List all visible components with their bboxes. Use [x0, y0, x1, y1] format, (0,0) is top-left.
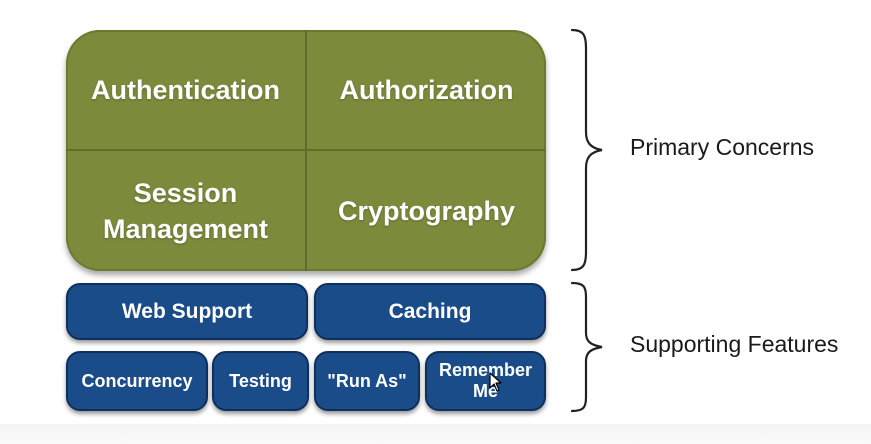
- testing-box: Testing: [212, 351, 309, 411]
- supporting-features-label: Supporting Features: [630, 331, 839, 357]
- caching-box: Caching: [314, 283, 546, 340]
- run-as-box: "Run As": [314, 351, 420, 411]
- session-management-cell: Session Management: [66, 151, 305, 271]
- session-label-line1: Session: [133, 178, 238, 208]
- session-label-line2: Management: [102, 214, 269, 244]
- primary-concerns-label: Primary Concerns: [630, 134, 815, 160]
- primary-brace-icon: [570, 28, 603, 272]
- remember-me-box: Remember Me: [425, 351, 546, 411]
- authentication-label: Authentication: [91, 74, 280, 105]
- remember-label-line1: Remember: [438, 360, 533, 380]
- concurrency-box: Concurrency: [66, 351, 208, 411]
- supporting-brace-icon: [570, 281, 603, 413]
- cryptography-cell: Cryptography: [307, 151, 546, 271]
- testing-label: Testing: [229, 370, 292, 391]
- grid-divider-horizontal: [66, 149, 546, 151]
- web-support-label: Web Support: [121, 299, 253, 323]
- concurrency-label: Concurrency: [81, 370, 193, 391]
- run-as-label: "Run As": [327, 370, 407, 391]
- mouse-pointer-icon: [489, 372, 502, 392]
- authorization-cell: Authorization: [307, 30, 546, 149]
- authorization-label: Authorization: [339, 74, 514, 105]
- floor-shadow: [0, 424, 871, 444]
- caching-label: Caching: [388, 299, 472, 323]
- cryptography-label: Cryptography: [337, 196, 516, 226]
- authentication-cell: Authentication: [66, 30, 305, 149]
- primary-concerns-block: Authentication Authorization Session Man…: [66, 30, 546, 271]
- web-support-box: Web Support: [66, 283, 308, 340]
